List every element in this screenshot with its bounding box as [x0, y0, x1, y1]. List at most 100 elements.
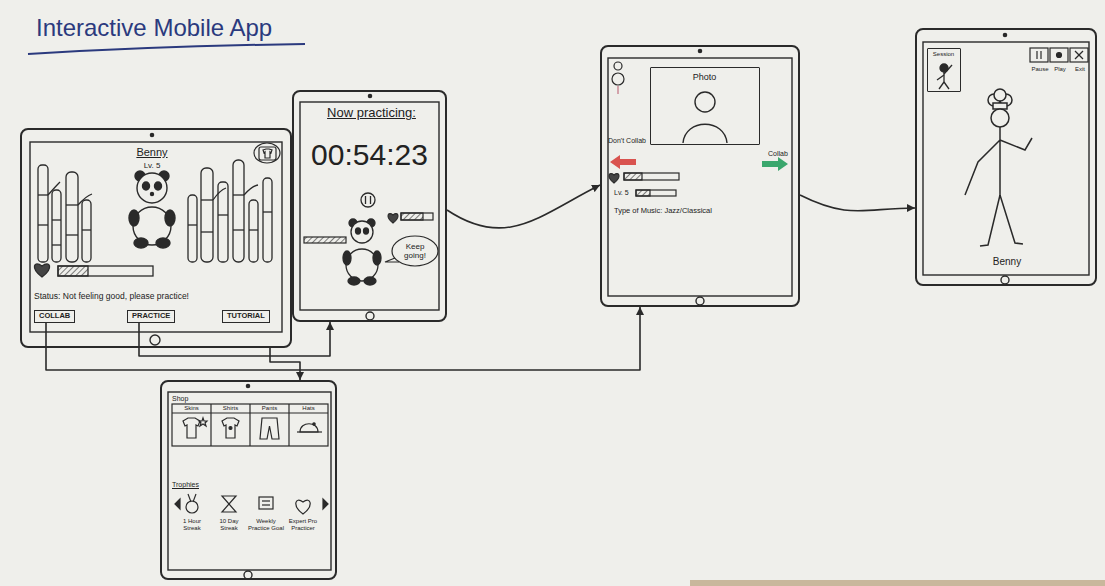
tablet-frame-detail	[1003, 33, 1006, 36]
panda-sketch	[351, 221, 373, 243]
screen-heading: Now practicing:	[304, 106, 439, 121]
photo-silhouette	[695, 92, 715, 112]
panda-sketch	[343, 219, 381, 285]
progress-meter	[401, 213, 423, 220]
profile-meters	[636, 190, 676, 196]
bamboo-sketch	[201, 168, 213, 262]
panda-sketch	[348, 277, 360, 285]
stick-figure	[994, 89, 1006, 101]
progress-meter	[388, 214, 398, 223]
board-ledge	[690, 580, 1105, 586]
music-type-text: Type of Music: Jazz/Classical	[614, 207, 794, 216]
health-meter	[34, 264, 49, 277]
shop-tab: Pants	[250, 405, 289, 412]
stick-figure	[991, 109, 1009, 127]
session-controls	[1030, 48, 1048, 62]
trophy-icons	[259, 497, 273, 509]
tablet-screen: PausePlayExitBennySession	[915, 28, 1097, 286]
panda-sketch	[364, 277, 376, 285]
health-meter	[58, 266, 88, 276]
tablet-frame-detail	[923, 42, 1089, 275]
shop-heading: Shop	[172, 395, 212, 403]
shop-items	[260, 418, 279, 439]
flow-arrow	[800, 195, 915, 211]
stick-figure	[965, 89, 1032, 246]
session-figure	[944, 65, 952, 74]
bamboo-sketch	[249, 229, 258, 230]
bamboo-sketch	[38, 160, 272, 262]
bamboo-sketch	[201, 231, 213, 232]
panda-sketch	[143, 182, 150, 190]
control-label: Pause	[1030, 66, 1050, 73]
diagram-title: Interactive Mobile App	[36, 14, 272, 42]
tablet-frame-detail	[696, 297, 704, 305]
nav-button: TUTORIAL	[222, 310, 270, 323]
bamboo-sketch	[233, 160, 244, 262]
profile-meters	[636, 190, 650, 196]
timer-text: 00:54:23	[298, 138, 441, 173]
session-controls	[1030, 48, 1088, 62]
tablet-frame-detail	[300, 102, 439, 310]
panda-sketch	[373, 251, 381, 265]
nav-button: COLLAB	[34, 310, 75, 323]
trophy-icons	[175, 494, 328, 514]
bamboo-sketch	[52, 190, 61, 262]
photo-label: Photo	[651, 72, 758, 82]
session-controls	[1070, 48, 1088, 62]
bamboo-sketch	[66, 204, 78, 205]
bamboo-sketch	[218, 214, 228, 215]
level-text: Lv. 5	[614, 189, 644, 197]
session-figure	[944, 82, 949, 89]
session-figure	[937, 64, 952, 89]
panda-sketch	[134, 238, 148, 248]
title-underline	[28, 44, 305, 54]
bamboo-sketch	[188, 195, 197, 262]
photo-silhouette	[683, 92, 727, 143]
trophy-icons	[175, 499, 180, 509]
bamboo-sketch	[38, 194, 48, 195]
shop-items	[300, 424, 318, 432]
speech-bubble-tail	[385, 258, 399, 262]
reject-arrow	[610, 155, 636, 169]
bamboo-sketch	[233, 194, 244, 195]
pause-icon	[361, 193, 375, 207]
trophy-caption: Expert Pro Practicer	[285, 518, 321, 532]
profile-icon	[617, 86, 618, 94]
panda-sketch	[129, 171, 175, 248]
bamboo-sketch	[66, 234, 78, 235]
health-meter	[34, 264, 153, 277]
tablet-frame-detail	[30, 33, 1089, 579]
shop-items	[297, 431, 322, 432]
shop-items	[313, 423, 315, 425]
trophy-icons	[262, 500, 270, 501]
session-figure	[939, 82, 944, 89]
pause-icon	[361, 193, 375, 207]
trophy-icons	[296, 500, 310, 514]
tablet-screen: Now practicing:00:54:23Keep going!	[292, 90, 447, 322]
shop-icon	[263, 149, 272, 158]
bamboo-sketch	[263, 211, 272, 212]
shop-items	[183, 418, 200, 438]
bamboo-sketch	[233, 229, 244, 230]
flow-arrow	[447, 185, 600, 228]
button-label: TUTORIAL	[227, 311, 265, 320]
bamboo-sketch	[52, 219, 61, 220]
profile-icon	[612, 62, 624, 94]
flow-arrow	[46, 307, 640, 370]
bamboo-sketch	[82, 200, 91, 262]
trophy-caption: 10 Day Streak	[211, 518, 247, 532]
session-controls	[1050, 48, 1068, 62]
trophy-icons	[262, 504, 270, 505]
session-controls	[1040, 51, 1041, 59]
trophy-icons	[222, 496, 236, 512]
shop-items	[183, 418, 322, 439]
tablet-screen: ShopSkinsShirtsPantsHatsTrophies1 Hour S…	[160, 380, 337, 580]
stick-figure	[993, 103, 1007, 109]
shop-items	[229, 427, 232, 430]
trophy-icons	[323, 499, 328, 509]
button-label: PRACTICE	[132, 311, 170, 320]
panda-sketch	[356, 228, 361, 234]
panda-sketch	[343, 251, 351, 265]
progress-meter	[401, 213, 433, 220]
